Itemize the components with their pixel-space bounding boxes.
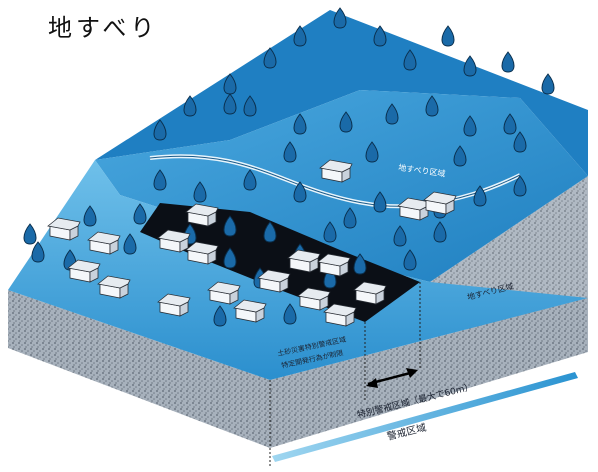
warning-zone-arrow	[272, 372, 578, 462]
tree	[243, 95, 257, 117]
tree	[293, 181, 307, 203]
tree	[153, 169, 167, 191]
house	[157, 293, 191, 317]
house	[423, 191, 457, 215]
tree	[183, 95, 197, 117]
house	[67, 259, 101, 283]
tree	[441, 25, 455, 47]
tree	[293, 25, 307, 47]
house	[323, 303, 357, 327]
soil-front-face	[8, 290, 270, 448]
tree	[463, 55, 477, 77]
house	[87, 231, 121, 255]
diagram-title: 地すべり	[48, 14, 159, 42]
tree	[243, 169, 257, 191]
house	[397, 197, 431, 221]
tree	[353, 253, 367, 275]
tree	[503, 113, 517, 135]
house	[185, 203, 219, 227]
tree	[541, 73, 555, 95]
special-zone-arrow	[366, 368, 418, 388]
house	[47, 217, 81, 241]
house	[97, 275, 131, 299]
tree	[283, 303, 297, 325]
soil-right-face	[270, 298, 588, 448]
tree	[373, 191, 387, 213]
tree	[343, 207, 357, 229]
tree	[501, 51, 515, 73]
special-warning-zone-area	[140, 203, 420, 322]
tree	[373, 25, 387, 47]
house	[317, 253, 351, 277]
tree	[323, 221, 337, 243]
house	[319, 159, 353, 183]
tree	[31, 241, 45, 263]
tree	[223, 93, 237, 115]
tree	[263, 221, 277, 243]
house	[233, 299, 267, 323]
house	[185, 241, 219, 265]
tree	[513, 175, 527, 197]
tree	[153, 119, 167, 141]
tree	[403, 249, 417, 271]
landslide-slope	[95, 90, 588, 282]
tree	[23, 223, 37, 245]
tree	[263, 47, 277, 69]
tree	[365, 141, 379, 163]
tree	[463, 115, 477, 137]
tree	[333, 7, 347, 29]
tree	[123, 233, 137, 255]
house	[297, 287, 331, 311]
tree	[513, 131, 527, 153]
tree	[403, 49, 417, 71]
house	[353, 281, 387, 305]
house	[157, 229, 191, 253]
upper-hillside	[95, 10, 588, 176]
tree	[133, 203, 147, 225]
houses	[47, 159, 457, 327]
tree	[293, 113, 307, 135]
tree	[213, 305, 227, 327]
tree	[83, 205, 97, 227]
tree	[193, 181, 207, 203]
tree	[425, 95, 439, 117]
tree	[473, 185, 487, 207]
tree	[223, 247, 237, 269]
tree	[339, 111, 353, 133]
tree	[393, 225, 407, 247]
tree	[223, 215, 237, 237]
tree	[453, 145, 467, 167]
tree	[283, 141, 297, 163]
tree	[433, 221, 447, 243]
house	[287, 249, 321, 273]
house	[257, 269, 291, 293]
tree	[385, 103, 399, 125]
house	[207, 281, 241, 305]
